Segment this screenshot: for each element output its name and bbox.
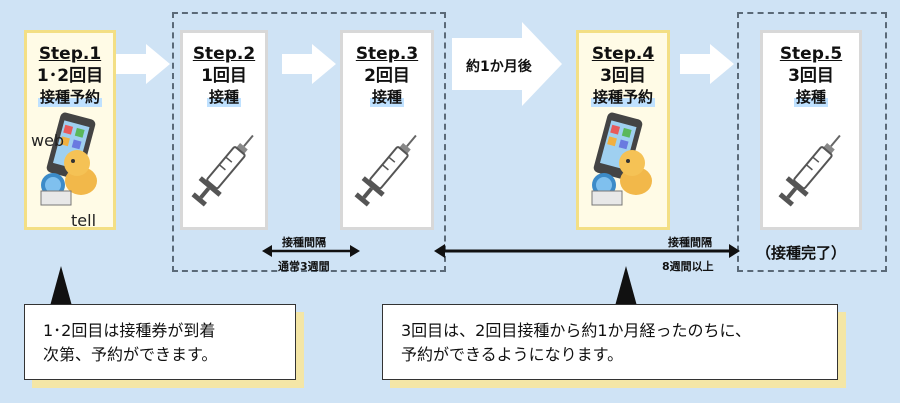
note-dose-1-2: 1･2回目は接種券が到着 次第、予約ができます。 <box>24 304 296 380</box>
dose-1-2-group <box>172 12 446 272</box>
one-month-later-label: 約1か月後 <box>466 59 532 75</box>
vaccination-complete-label: （接種完了） <box>756 244 847 262</box>
note-2-line-2: 予約ができるようになります。 <box>401 345 624 364</box>
interval-2-3-label: 接種間隔 <box>282 236 326 249</box>
note-dose-3: 3回目は、2回目接種から約1か月経ったのちに、 予約ができるようになります。 <box>382 304 838 380</box>
phone-mascot-icon <box>40 112 97 206</box>
syringe-icon <box>778 134 841 207</box>
step-4-title: Step.4 <box>591 44 655 64</box>
note-2-pointer <box>615 266 637 306</box>
note-1-pointer <box>50 266 72 306</box>
interval-3-4-label: 接種間隔 <box>668 236 712 249</box>
step-4-action: 接種予約 <box>590 87 655 107</box>
note-1-line-1: 1･2回目は接種券が到着 <box>43 321 216 340</box>
arrow-step1-to-step2 <box>116 44 170 84</box>
note-2-line-1: 3回目は、2回目接種から約1か月経ったのちに、 <box>401 321 752 340</box>
step-5-action: 接種 <box>793 87 828 107</box>
step-2-dose: 1回目 <box>201 66 247 86</box>
step-5-title: Step.5 <box>779 44 843 64</box>
syringe-icon <box>354 134 417 207</box>
interval-3-4-value: 8週間以上 <box>662 260 714 273</box>
interval-3-4-double-arrow <box>434 244 740 258</box>
step-2-action: 接種 <box>206 87 241 107</box>
step-1-title: Step.1 <box>38 44 102 64</box>
step-1-action: 接種予約 <box>37 87 102 107</box>
tell-label: tell <box>71 211 97 230</box>
step-2-card: Step.2 1回目 接種 <box>180 30 268 230</box>
arrow-step4-to-step5 <box>680 44 734 84</box>
step-2-title: Step.2 <box>192 44 256 64</box>
step-4-card: Step.4 3回目 接種予約 <box>576 30 670 230</box>
arrow-step3-to-step4 <box>452 22 562 106</box>
dose-3-group <box>737 12 887 272</box>
web-label: web <box>31 131 65 150</box>
step-3-dose: 2回目 <box>364 66 410 86</box>
step-5-dose: 3回目 <box>788 66 834 86</box>
step-4-dose: 3回目 <box>600 66 646 86</box>
arrow-step2-to-step3 <box>282 44 336 84</box>
note-1-line-2: 次第、予約ができます。 <box>43 345 218 364</box>
step-3-card: Step.3 2回目 接種 <box>340 30 434 230</box>
step-5-card: Step.5 3回目 接種 <box>760 30 862 230</box>
interval-2-3-value: 通常3週間 <box>278 260 330 273</box>
step-3-title: Step.3 <box>355 44 419 64</box>
step-3-action: 接種 <box>369 87 404 107</box>
step-1-dose: 1･2回目 <box>36 66 104 86</box>
phone-mascot-icon <box>591 112 652 206</box>
step-1-card: Step.1 1･2回目 接種予約 web tell <box>24 30 116 230</box>
syringe-icon <box>191 134 254 207</box>
interval-2-3-double-arrow <box>262 245 360 257</box>
